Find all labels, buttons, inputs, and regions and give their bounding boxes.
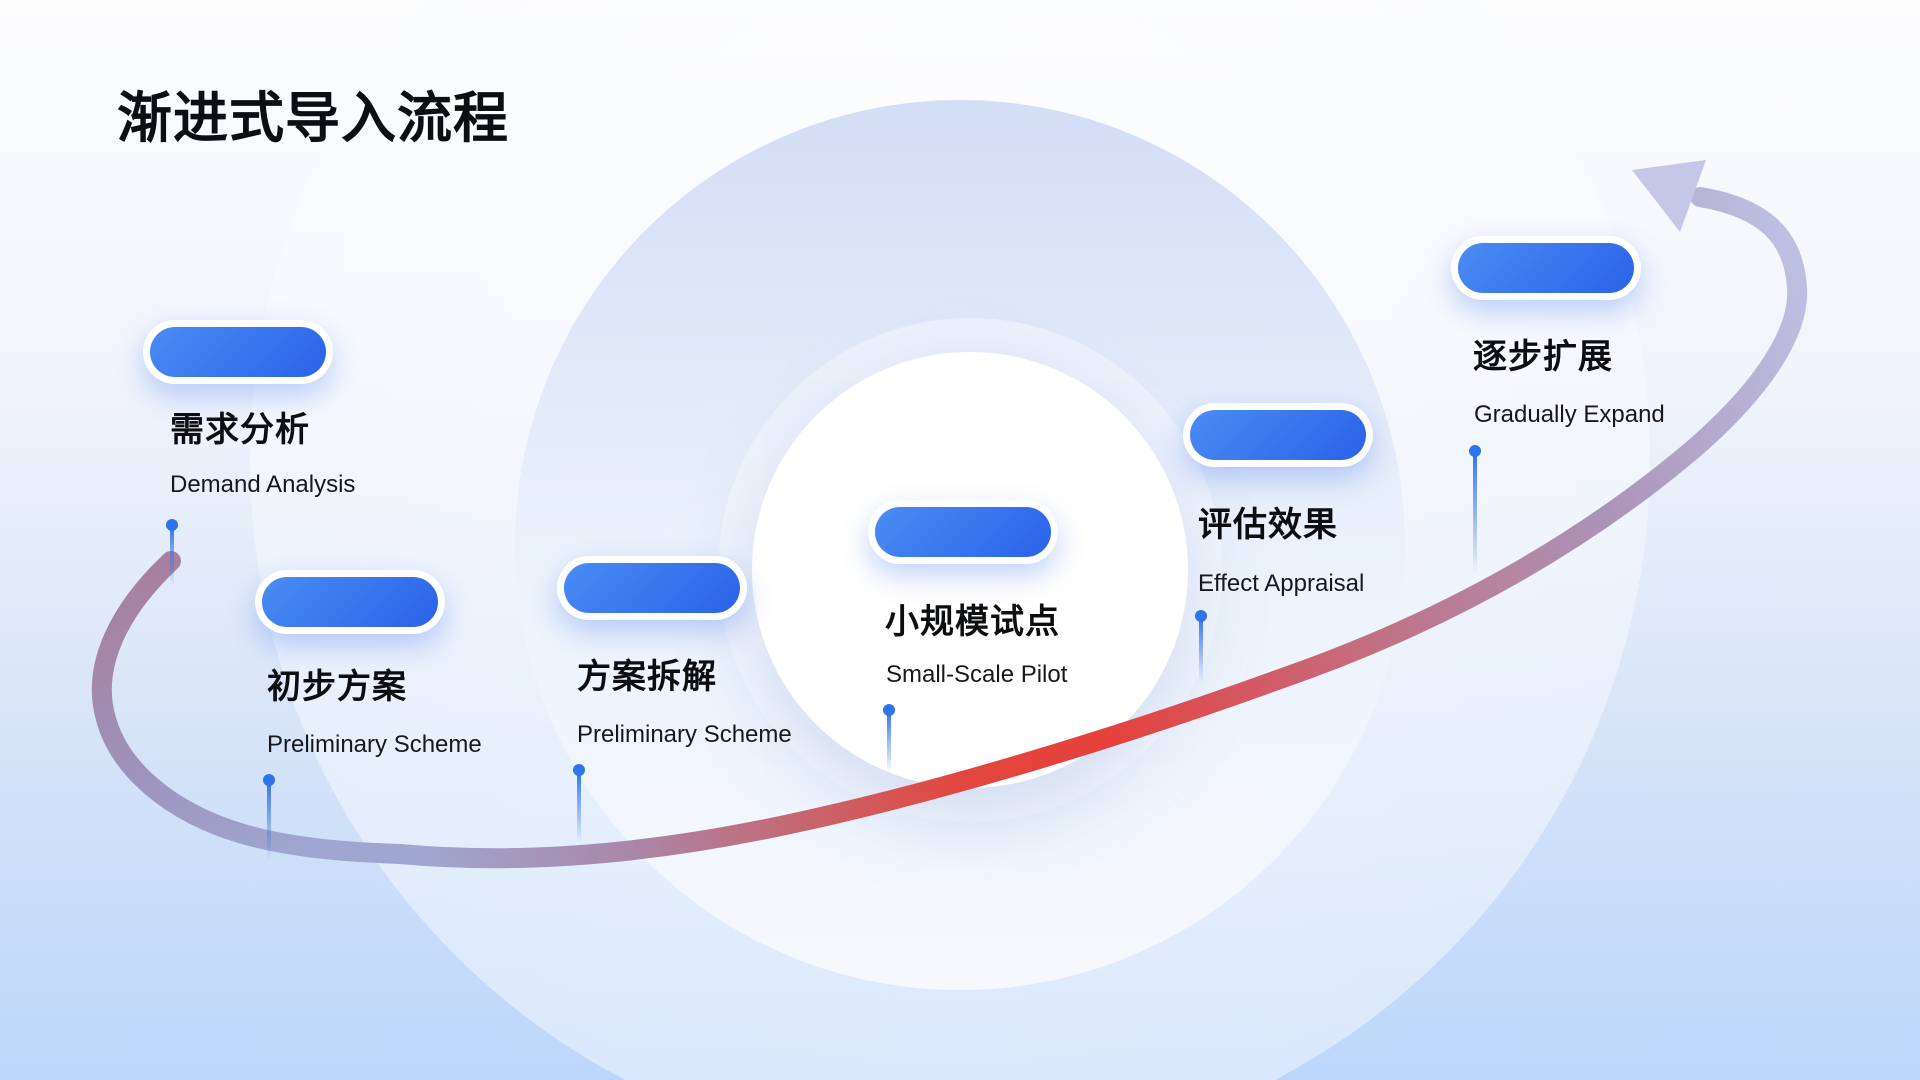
- stage-6-pin-line: [1473, 451, 1477, 574]
- stage-pill-5: [1183, 403, 1373, 467]
- stage-1-label-zh: 需求分析: [170, 411, 310, 449]
- stage-1-label-en: Demand Analysis: [170, 471, 356, 498]
- stage-2-label-zh: 初步方案: [267, 668, 407, 706]
- stage-pill-1-fill: [150, 327, 326, 377]
- stage-pill-3-fill: [564, 563, 740, 613]
- stage-3-label-zh: 方案拆解: [577, 658, 717, 696]
- stage-pill-3: [557, 556, 747, 620]
- page-title: 渐进式导入流程: [117, 87, 510, 149]
- stage-5-label-en: Effect Appraisal: [1198, 570, 1365, 597]
- stage-5-label-zh: 评估效果: [1198, 506, 1338, 544]
- stage-2-pin-line: [267, 780, 271, 860]
- stage-pill-1: [143, 320, 333, 384]
- stage-pill-6-fill: [1458, 243, 1634, 293]
- stage-pill-6: [1451, 236, 1641, 300]
- stage-pill-2-fill: [262, 577, 438, 627]
- stage-4-label-zh: 小规模试点: [885, 603, 1060, 641]
- stage-6-label-zh: 逐步扩展: [1473, 338, 1613, 376]
- stage-4-label-en: Small-Scale Pilot: [886, 661, 1068, 688]
- stage-3-label-en: Preliminary Scheme: [577, 721, 792, 748]
- stage-1-pin-line: [170, 525, 174, 585]
- stage-5-pin-line: [1199, 616, 1203, 682]
- stage-pill-5-fill: [1190, 410, 1366, 460]
- stage-2-label-en: Preliminary Scheme: [267, 731, 482, 758]
- stage-pill-4-fill: [875, 507, 1051, 557]
- stage-3-pin-line: [577, 770, 581, 843]
- stage-6-label-en: Gradually Expand: [1474, 401, 1665, 428]
- stage-4-pin-line: [887, 710, 891, 773]
- stage-pill-4: [868, 500, 1058, 564]
- background-circle-inner: [752, 352, 1188, 788]
- arrow-head-icon: [1632, 160, 1706, 232]
- stage-pill-2: [255, 570, 445, 634]
